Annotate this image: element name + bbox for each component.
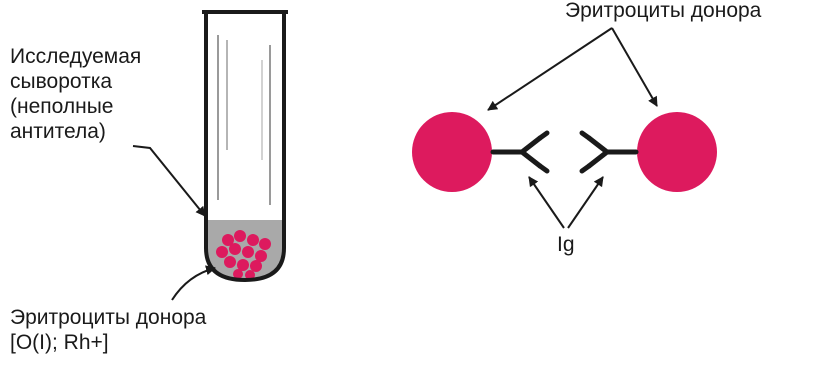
ig-arrow-right <box>568 177 603 228</box>
donor-cells-label-line: Эритроциты донора <box>10 305 206 330</box>
sediment-arrow <box>172 268 215 300</box>
ig-antibody-right <box>582 133 636 171</box>
erythrocyte-right <box>637 112 717 192</box>
donor-cells-label-line: [O(I); Rh+] <box>10 330 206 355</box>
donor-cells-bottom-label: Эритроциты донора [O(I); Rh+] <box>10 305 206 355</box>
serum-label-line: сыворотка <box>10 69 141 94</box>
ig-arrow-left <box>529 177 564 228</box>
serum-label-line: Исследуемая <box>10 44 141 69</box>
donor-cells-top-label: Эритроциты донора <box>565 0 761 23</box>
ig-antibody-left <box>493 133 547 171</box>
test-tube <box>202 12 288 285</box>
erythrocyte-left <box>412 112 492 192</box>
serum-arrow <box>133 146 205 216</box>
serum-label-line: антитела) <box>10 119 141 144</box>
top-arrow-left <box>488 28 612 110</box>
top-arrow-right <box>612 28 657 106</box>
serum-label-line: (неполные <box>10 94 141 119</box>
serum-label: Исследуемая сыворотка (неполные антитела… <box>10 44 141 144</box>
ig-label: Ig <box>557 232 575 257</box>
